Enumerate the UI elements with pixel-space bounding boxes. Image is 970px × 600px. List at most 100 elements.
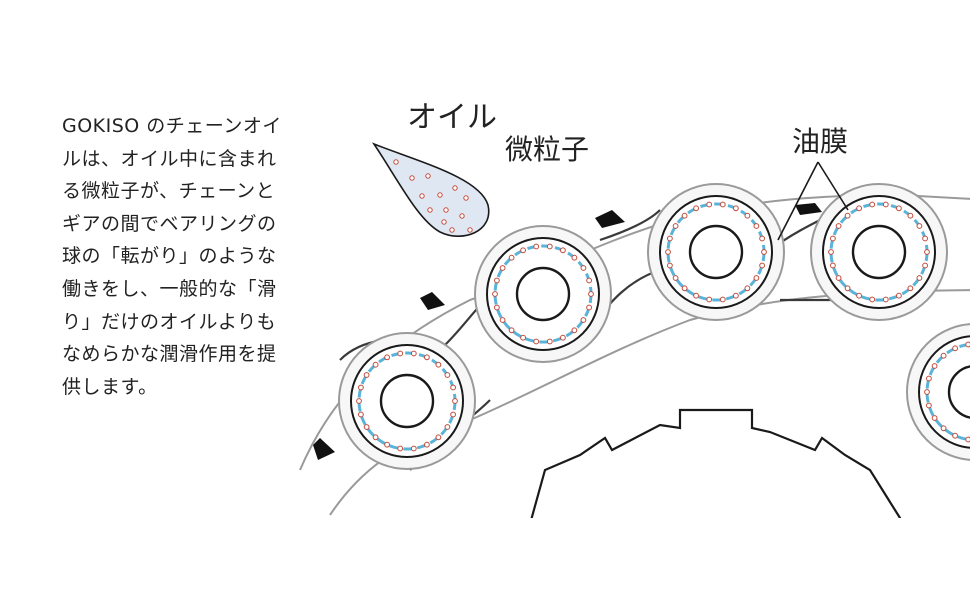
particle — [830, 262, 836, 269]
particle — [952, 345, 958, 352]
label-oil: オイル — [407, 100, 497, 135]
roller — [647, 183, 785, 321]
particle — [924, 249, 930, 255]
particle — [410, 350, 417, 357]
particle — [546, 243, 553, 250]
particle — [560, 334, 566, 341]
particle — [744, 212, 751, 219]
particle — [372, 361, 379, 368]
particle — [759, 262, 765, 269]
particle — [363, 372, 370, 378]
particle — [924, 389, 930, 395]
particle — [384, 441, 391, 448]
particle — [907, 285, 914, 292]
particle — [759, 235, 765, 242]
particle — [761, 249, 767, 255]
particle — [856, 205, 862, 212]
description-line: なめらかな潤滑作用を提 — [62, 343, 277, 366]
particle — [733, 205, 739, 212]
particle — [907, 212, 914, 219]
particle — [410, 445, 417, 452]
particle — [916, 275, 923, 281]
particle — [828, 249, 834, 255]
particle — [520, 247, 526, 254]
roller-pin — [379, 373, 435, 429]
particle — [882, 201, 889, 208]
particle — [719, 201, 726, 208]
particle — [397, 445, 404, 452]
sprocket-gear — [530, 408, 902, 518]
particle — [965, 341, 970, 348]
particle — [571, 327, 578, 334]
particle — [753, 275, 760, 281]
oil-droplet — [371, 142, 490, 237]
particle — [358, 384, 364, 391]
particle — [499, 265, 506, 271]
particle — [533, 243, 540, 250]
roller — [338, 332, 476, 470]
particle — [409, 175, 415, 181]
particle — [896, 205, 902, 212]
oil-film-pointers — [777, 161, 849, 241]
description-line: 供します。 — [62, 375, 158, 398]
particle — [667, 262, 673, 269]
particle — [459, 213, 465, 219]
particle — [916, 223, 923, 229]
particle — [435, 434, 442, 441]
particle — [424, 441, 430, 448]
description-line: ギアの間でベアリングの — [62, 212, 277, 235]
particle — [424, 354, 430, 361]
particle — [443, 207, 449, 213]
roller — [810, 183, 948, 321]
description-line: GOKISO のチェーンオイ — [62, 115, 282, 137]
particle — [931, 415, 938, 421]
particle — [427, 207, 433, 213]
particle — [586, 277, 592, 284]
chain-rollers — [338, 183, 970, 470]
particle — [571, 254, 578, 261]
particle — [450, 384, 457, 391]
roller — [474, 225, 612, 363]
particle — [494, 304, 500, 311]
particle — [667, 235, 673, 242]
particle — [580, 265, 587, 271]
description-line: る微粒子が、チェーンと — [62, 180, 276, 203]
roller-pin — [947, 365, 970, 419]
plate-edges — [313, 203, 822, 460]
particle — [444, 372, 451, 378]
particle — [397, 350, 404, 357]
description-line: 球の「転がり」のような — [62, 245, 277, 268]
particle — [926, 375, 932, 382]
description-line: り」だけのオイルよりも — [62, 310, 277, 333]
particle — [896, 292, 902, 299]
particle — [358, 411, 364, 418]
description-text: GOKISO のチェーンオイ ルは、オイル中に含まれ る微粒子が、チェーンと ギ… — [62, 110, 312, 403]
particle — [693, 292, 699, 299]
particle — [830, 235, 836, 242]
particle — [844, 285, 851, 292]
particle — [499, 317, 506, 323]
particle — [744, 285, 751, 292]
particle — [706, 296, 713, 303]
particle — [463, 195, 469, 201]
particle — [922, 235, 928, 242]
particle — [706, 201, 713, 208]
particle — [835, 223, 842, 229]
particle — [356, 398, 362, 404]
particle — [560, 247, 566, 254]
particle — [672, 275, 679, 281]
particle — [467, 227, 473, 233]
description-line: ルは、オイル中に含まれ — [62, 147, 277, 170]
label-particles: 微粒子 — [505, 133, 589, 166]
particle — [586, 304, 592, 311]
particle — [835, 275, 842, 281]
particle — [508, 327, 515, 334]
particle — [733, 292, 739, 299]
label-oil-film: 油膜 — [792, 125, 848, 158]
particle — [508, 254, 515, 261]
particle — [452, 398, 458, 404]
roller-pin — [515, 266, 571, 322]
particle — [681, 285, 688, 292]
particle — [940, 425, 947, 432]
